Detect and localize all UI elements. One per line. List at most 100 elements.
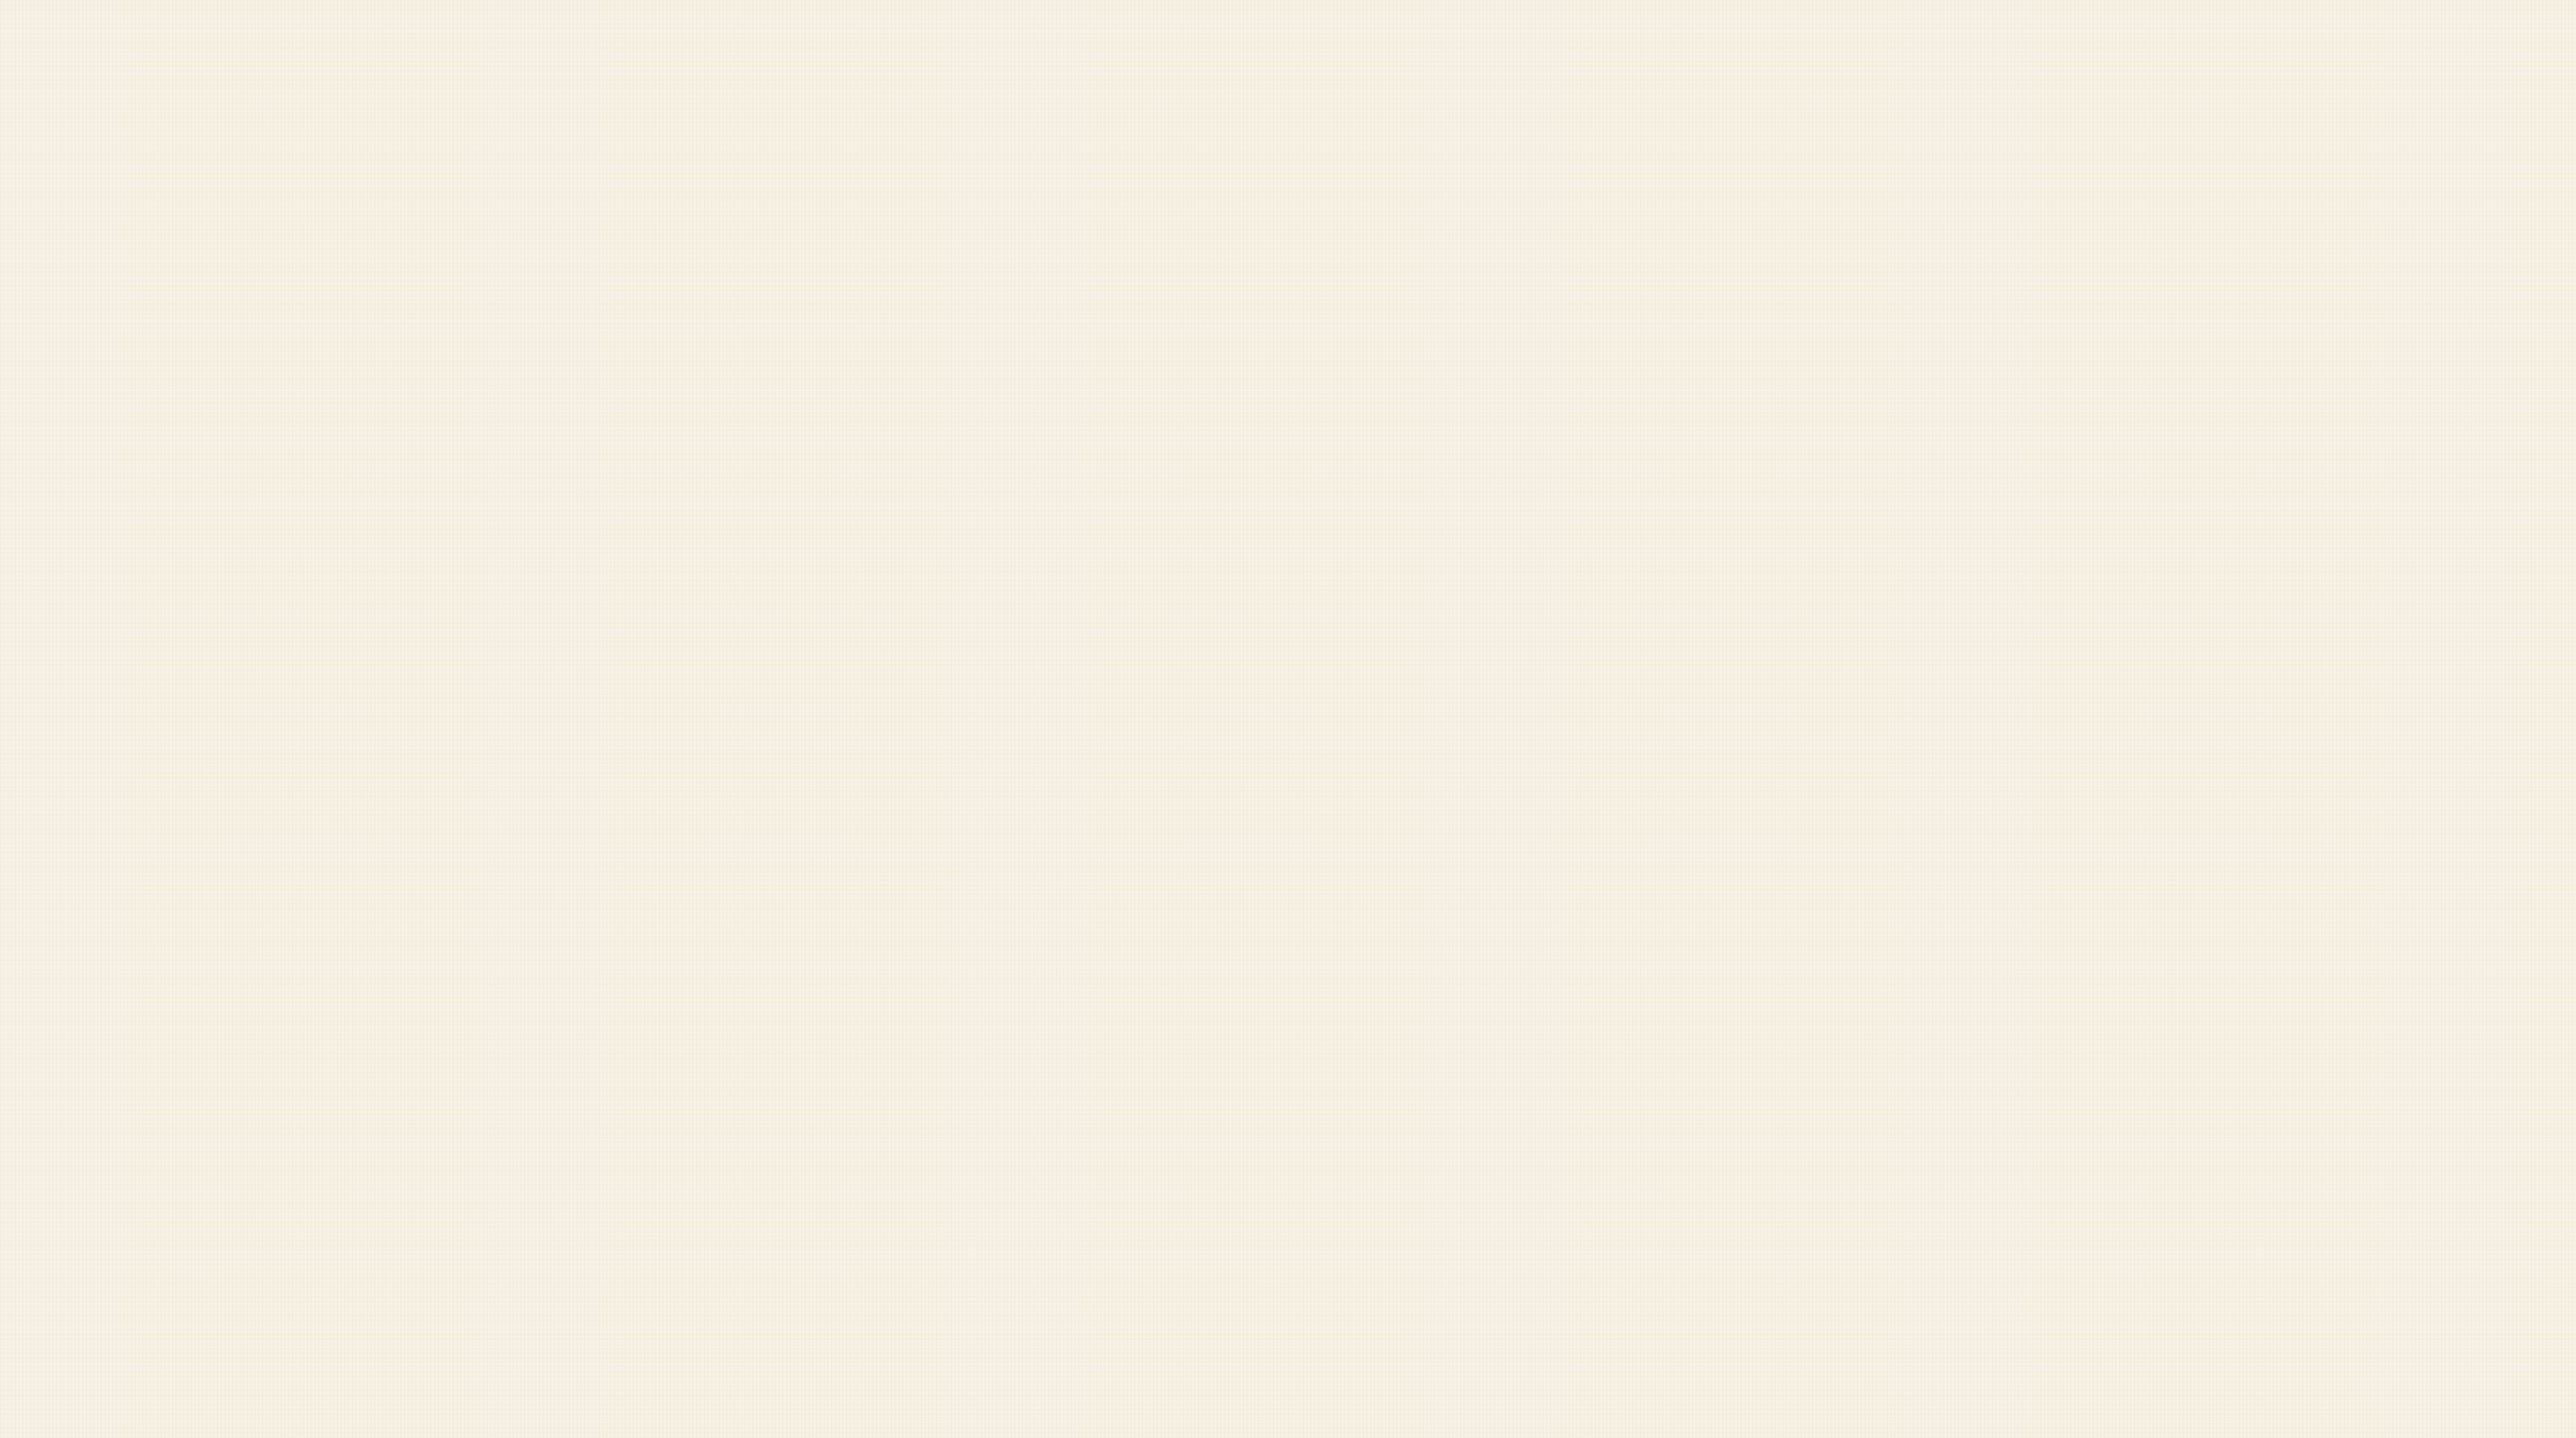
camper-illustration [1402, 740, 1657, 902]
left-footer-line2: convirtió al caravaning en un pilar turí… [130, 1356, 725, 1392]
ordinances-line3: de acampada como el tiempo de [1939, 1109, 2388, 1145]
ordinances-heading: Respeto a las ordenanzas municipales [1939, 983, 2558, 1021]
motorhome-illustration [185, 227, 326, 315]
motorhome-illustration [140, 887, 318, 1001]
left-footer-heading: Consolidación tras la pandemia [110, 1251, 744, 1299]
clock-icon [1275, 1073, 1337, 1148]
s128-line2: de aguas residuales para este tipo [2024, 1293, 2482, 1328]
motorhome-illustration [554, 330, 751, 451]
camp-chair-illustration [2246, 741, 2277, 780]
ordinances-line1: El Tribunal Supremo avala que los [1939, 1027, 2410, 1062]
sgs-itv-logo: SGS itv INSPECCIÓN TÉCNICA DE VEHÍCULOS [1187, 337, 1533, 773]
town-hall-icon [1823, 998, 1925, 1122]
compass-rose-icon [358, 1077, 468, 1217]
timeline-label: Más de 10 años: [1346, 1346, 1582, 1382]
caption-left-line2: cualquier vehículo [1876, 913, 2117, 947]
motorhome-illustration [646, 980, 818, 1091]
pill-estacionamiento[interactable]: Estacionamiento [1892, 532, 2203, 588]
service-pillar [2396, 337, 2424, 408]
timeline-connector [889, 1131, 898, 1193]
divider-right [479, 1138, 569, 1143]
vs-label: vs [2223, 541, 2259, 578]
badge-autocaravana-category: (Cat. M) [1029, 978, 1167, 1020]
growth-chart-icon [365, 580, 552, 735]
logo-sgs-text: SGS [1187, 343, 1336, 423]
fleet-illustration [0, 819, 824, 1091]
center-title-line1: Diferenciación de los plazos [962, 451, 1655, 509]
heading-text-pre: El auge del [58, 477, 334, 532]
check-icon: ✓ [861, 1208, 919, 1266]
ordinances-line4: estacionamiento prolongado [1939, 1151, 2328, 1186]
divider-left [253, 1138, 343, 1143]
stat-value-from: 48.000 [73, 1149, 216, 1201]
left-panel-heading: El auge del caravaning en España [58, 476, 857, 533]
center-title-line2: de ITV por tipo de vehículo [979, 510, 1638, 569]
s128-sign-icon [1820, 1198, 1993, 1428]
gantry-leg-left [1106, 139, 1144, 382]
pill-acampada[interactable]: Acampada [2278, 532, 2491, 588]
timeline-value: Exento [944, 1111, 1088, 1160]
parking-sign-icon: P [2335, 245, 2418, 331]
autocaravana-illustration [988, 728, 1279, 902]
tree-icon [2500, 651, 2553, 763]
ordinances-line2: municipios limiten tanto las zonas [1939, 1068, 2400, 1104]
growth-caption-line2: en una década [56, 736, 316, 778]
timeline-label: Hasta 10 años: [1346, 1208, 1560, 1243]
growth-caption-line1: Crecimiento [56, 687, 273, 728]
motorhome-illustration [1837, 658, 2060, 794]
stat-year-to: 2026 [564, 1088, 651, 1132]
s128-sign-section: Nueva señal S-128 Indica puntos oficiale… [1807, 1198, 2576, 1432]
center-subtitle-line1: Los plazos varian si se trata de una [1065, 582, 1552, 617]
camp-chair-illustration [2334, 776, 2365, 815]
awning-pole [2232, 707, 2237, 808]
badge-autocaravana[interactable]: Autocaravana (Cat. M) [944, 927, 1252, 1030]
stat-year-from: 2015 [92, 1088, 180, 1132]
badge-autocaravana-name: Autocaravana [973, 935, 1222, 977]
clock-glyph [2267, 1354, 2325, 1412]
left-footer-body: La búsqueda de movilidad segura y flexib… [58, 1309, 798, 1395]
sign-post [2098, 722, 2105, 825]
check-icon: ✓ [861, 1346, 919, 1404]
growth-percentage: 185% [52, 566, 324, 690]
caption-estacionamiento: Aparcamiento como cualquier vehículo [1816, 871, 2177, 949]
parking-sign-icon: P [2077, 649, 2126, 703]
badge-camper-name: Cámper [1444, 935, 1585, 977]
timeline-connector [1281, 1269, 1289, 1331]
caption-acampada: Limitado a zonas acotadas para ello [2200, 871, 2561, 949]
badge-camper[interactable]: Cámper (Cat. N) [1374, 927, 1655, 1030]
logo-itv-text: itv [1352, 343, 1431, 423]
left-footer-line1: La búsqueda de movilidad segura y flexib… [122, 1313, 734, 1348]
timeline-label: Hasta 4 años: [944, 1069, 1140, 1105]
stat-value-to: 137.000 [543, 1149, 712, 1201]
motorhome-illustration [610, 858, 779, 967]
center-subtitle: Los plazos varian si se trata de una aut… [906, 580, 1711, 661]
check-icon: ✓ [861, 1069, 919, 1127]
growth-caption: Crecimiento en una década [56, 683, 316, 783]
timeline-value: Anual [1346, 1250, 1466, 1299]
motorhome-illustration [281, 337, 474, 453]
timeline-label: Más de 10 años: [944, 1346, 1179, 1382]
center-title: Diferenciación de los plazos de ITV por … [850, 451, 1767, 571]
ordinances-body: El Tribunal Supremo avala que los munici… [1939, 1024, 2569, 1190]
usage-comparison-badges: Estacionamiento vs Acampada [1807, 532, 2576, 588]
timeline-value: Bienal [944, 1250, 1074, 1299]
motorhome-illustration [2020, 309, 2235, 431]
caption-right-line1: Limitado a zonas [2267, 873, 2494, 907]
clock-icon [1264, 1208, 1322, 1266]
right-panel: Normas de uso y señalización Estacionami… [1807, 459, 2576, 1438]
timeline-label: De 4 a 10 años: [944, 1208, 1169, 1243]
left-panel: El auge del caravaning en España 185% Cr… [0, 459, 917, 1438]
service-building-illustration [2434, 262, 2576, 384]
clock-icon [1264, 1346, 1322, 1404]
caption-left-line1: Aparcamiento como [1863, 873, 2130, 907]
parking-illustration-card: P [1816, 609, 2177, 861]
right-panel-heading: Normas de uso y señalización [1870, 467, 2512, 517]
logo-divider-bar [1340, 337, 1347, 416]
timeline-value: Anual [944, 1388, 1063, 1437]
timeline-connector [889, 1269, 898, 1331]
gantry-leg-right [1473, 139, 1511, 373]
clock-glyph [2267, 1215, 2325, 1273]
heading-text-highlight: caravaning [333, 477, 596, 532]
camping-illustration-card [2200, 609, 2561, 861]
badge-camper-category: (Cat. N) [1447, 978, 1582, 1020]
